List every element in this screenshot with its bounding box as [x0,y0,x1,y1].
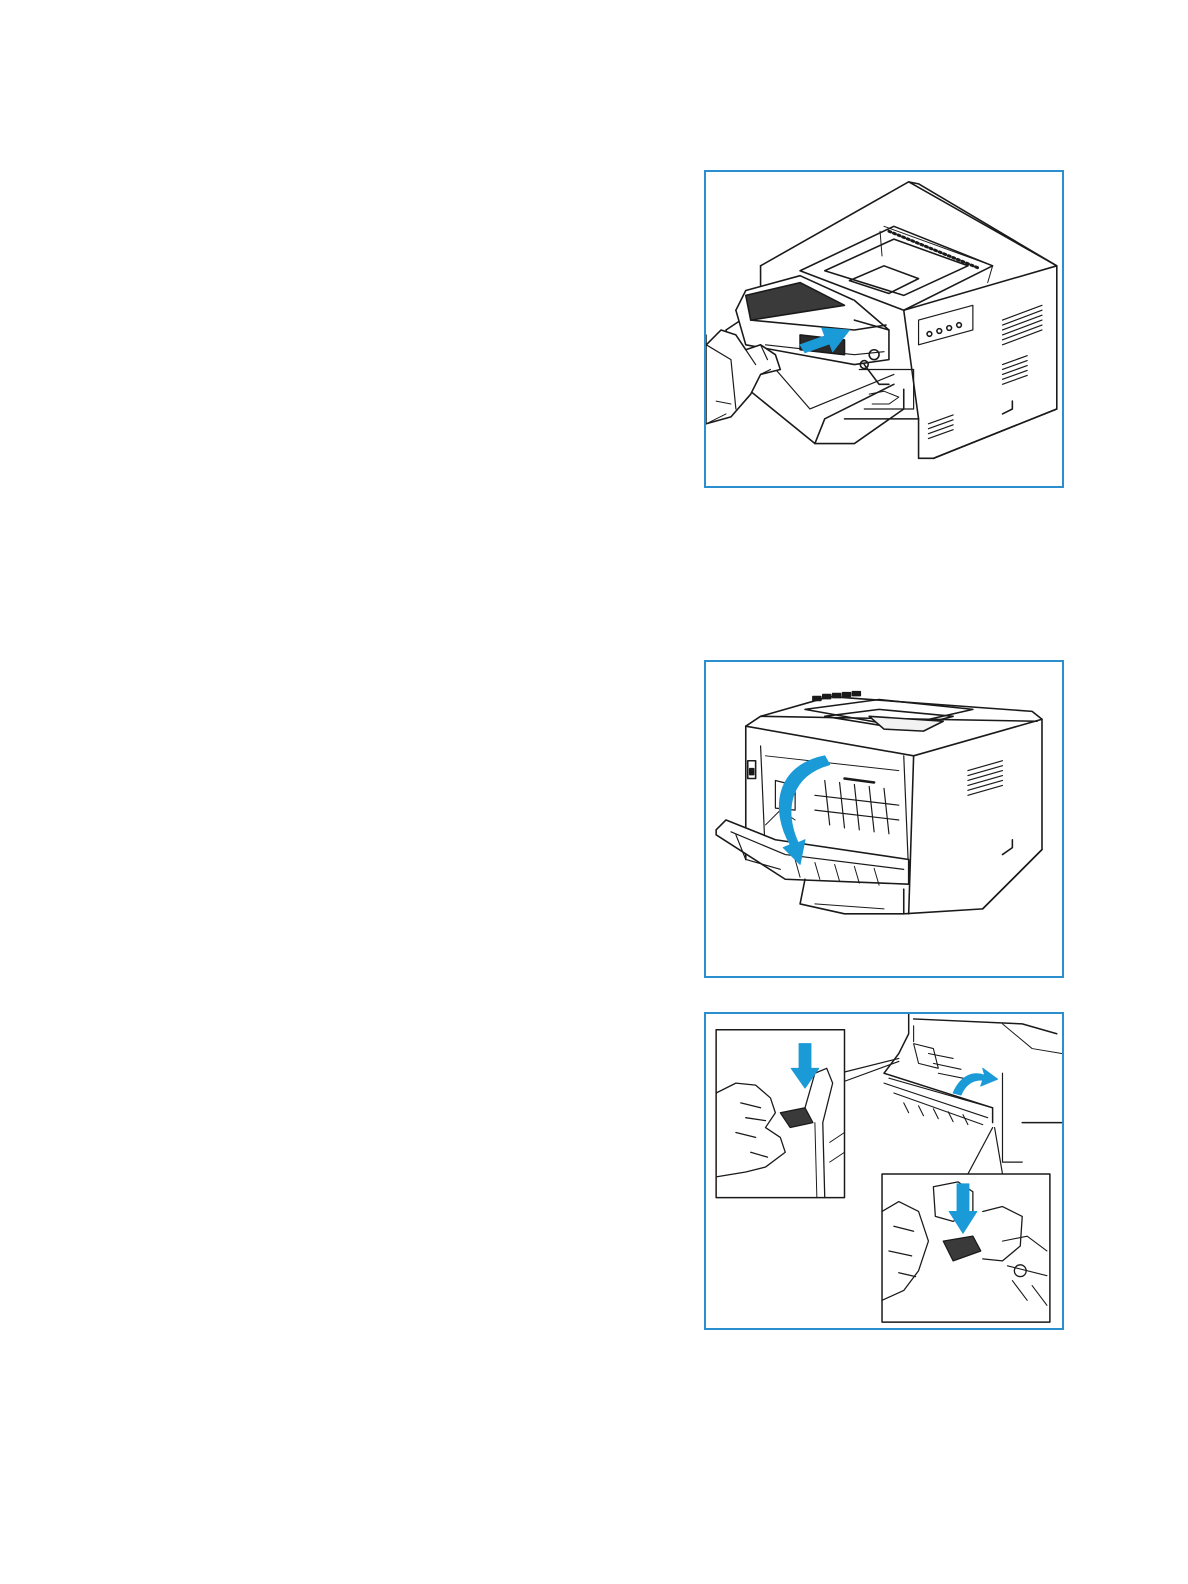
figure-insert-toner-cartridge [704,170,1064,488]
figure-open-rear-door [704,660,1064,978]
figure-fuser-levers [704,1012,1064,1330]
fuser-levers-illustration [706,1014,1062,1328]
printer-rear-door-illustration [706,662,1062,976]
printer-front-toner-illustration [706,172,1062,486]
